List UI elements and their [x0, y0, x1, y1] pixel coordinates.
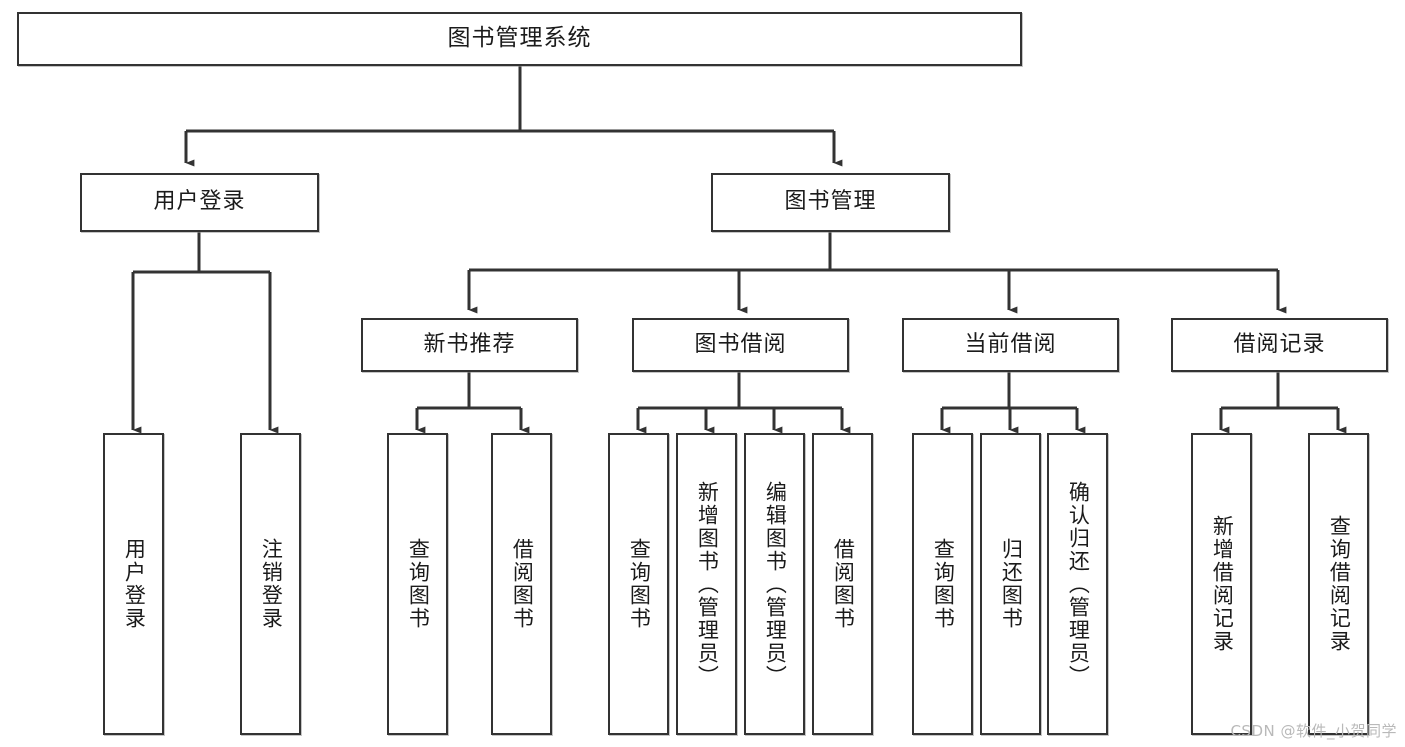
node-leaf-logout-label: 注销登录 — [259, 538, 284, 630]
node-leaf-query-book-3-label: 查询图书 — [931, 538, 956, 630]
node-book-manage-label: 图书管理 — [784, 189, 877, 215]
node-root-label: 图书管理系统 — [447, 25, 592, 52]
node-leaf-borrow-book-2[interactable]: 借阅图书 — [812, 433, 873, 735]
node-leaf-return-book[interactable]: 归还图书 — [980, 433, 1041, 735]
node-book-manage[interactable]: 图书管理 — [711, 173, 950, 232]
node-book-borrow[interactable]: 图书借阅 — [632, 318, 849, 372]
node-leaf-borrow-book-1[interactable]: 借阅图书 — [491, 433, 552, 735]
node-leaf-add-record[interactable]: 新增借阅记录 — [1191, 433, 1252, 735]
node-leaf-query-book-3[interactable]: 查询图书 — [912, 433, 973, 735]
csdn-watermark: CSDN @软件_小贺同学 — [1230, 722, 1397, 740]
node-leaf-borrow-book-2-label: 借阅图书 — [831, 538, 856, 630]
node-leaf-edit-book[interactable]: 编辑图书（管理员） — [744, 433, 805, 735]
node-leaf-confirm-return-label: 确认归还（管理员） — [1066, 480, 1091, 688]
node-leaf-user-login-label: 用户登录 — [122, 538, 147, 630]
node-leaf-query-book-2-label: 查询图书 — [627, 538, 652, 630]
node-borrow-record[interactable]: 借阅记录 — [1171, 318, 1388, 372]
node-leaf-confirm-return[interactable]: 确认归还（管理员） — [1047, 433, 1108, 735]
node-leaf-add-record-label: 新增借阅记录 — [1210, 515, 1235, 653]
node-current-borrow[interactable]: 当前借阅 — [902, 318, 1119, 372]
node-leaf-query-record[interactable]: 查询借阅记录 — [1308, 433, 1369, 735]
node-current-borrow-label: 当前借阅 — [964, 331, 1057, 357]
node-leaf-logout[interactable]: 注销登录 — [240, 433, 301, 735]
node-new-book-rec[interactable]: 新书推荐 — [361, 318, 578, 372]
node-new-book-rec-label: 新书推荐 — [423, 331, 516, 357]
node-borrow-record-label: 借阅记录 — [1233, 331, 1326, 357]
node-user-login[interactable]: 用户登录 — [80, 173, 319, 232]
node-leaf-query-book-1-label: 查询图书 — [406, 538, 431, 630]
node-leaf-return-book-label: 归还图书 — [999, 538, 1024, 630]
node-user-login-label: 用户登录 — [153, 189, 246, 215]
node-leaf-query-book-2[interactable]: 查询图书 — [608, 433, 669, 735]
node-root[interactable]: 图书管理系统 — [17, 12, 1022, 66]
node-leaf-add-book-label: 新增图书（管理员） — [695, 480, 720, 688]
node-leaf-edit-book-label: 编辑图书（管理员） — [763, 480, 788, 688]
node-leaf-add-book[interactable]: 新增图书（管理员） — [676, 433, 737, 735]
node-leaf-user-login[interactable]: 用户登录 — [103, 433, 164, 735]
node-leaf-borrow-book-1-label: 借阅图书 — [510, 538, 535, 630]
node-leaf-query-book-1[interactable]: 查询图书 — [387, 433, 448, 735]
node-leaf-query-record-label: 查询借阅记录 — [1327, 515, 1352, 653]
node-book-borrow-label: 图书借阅 — [694, 331, 787, 357]
